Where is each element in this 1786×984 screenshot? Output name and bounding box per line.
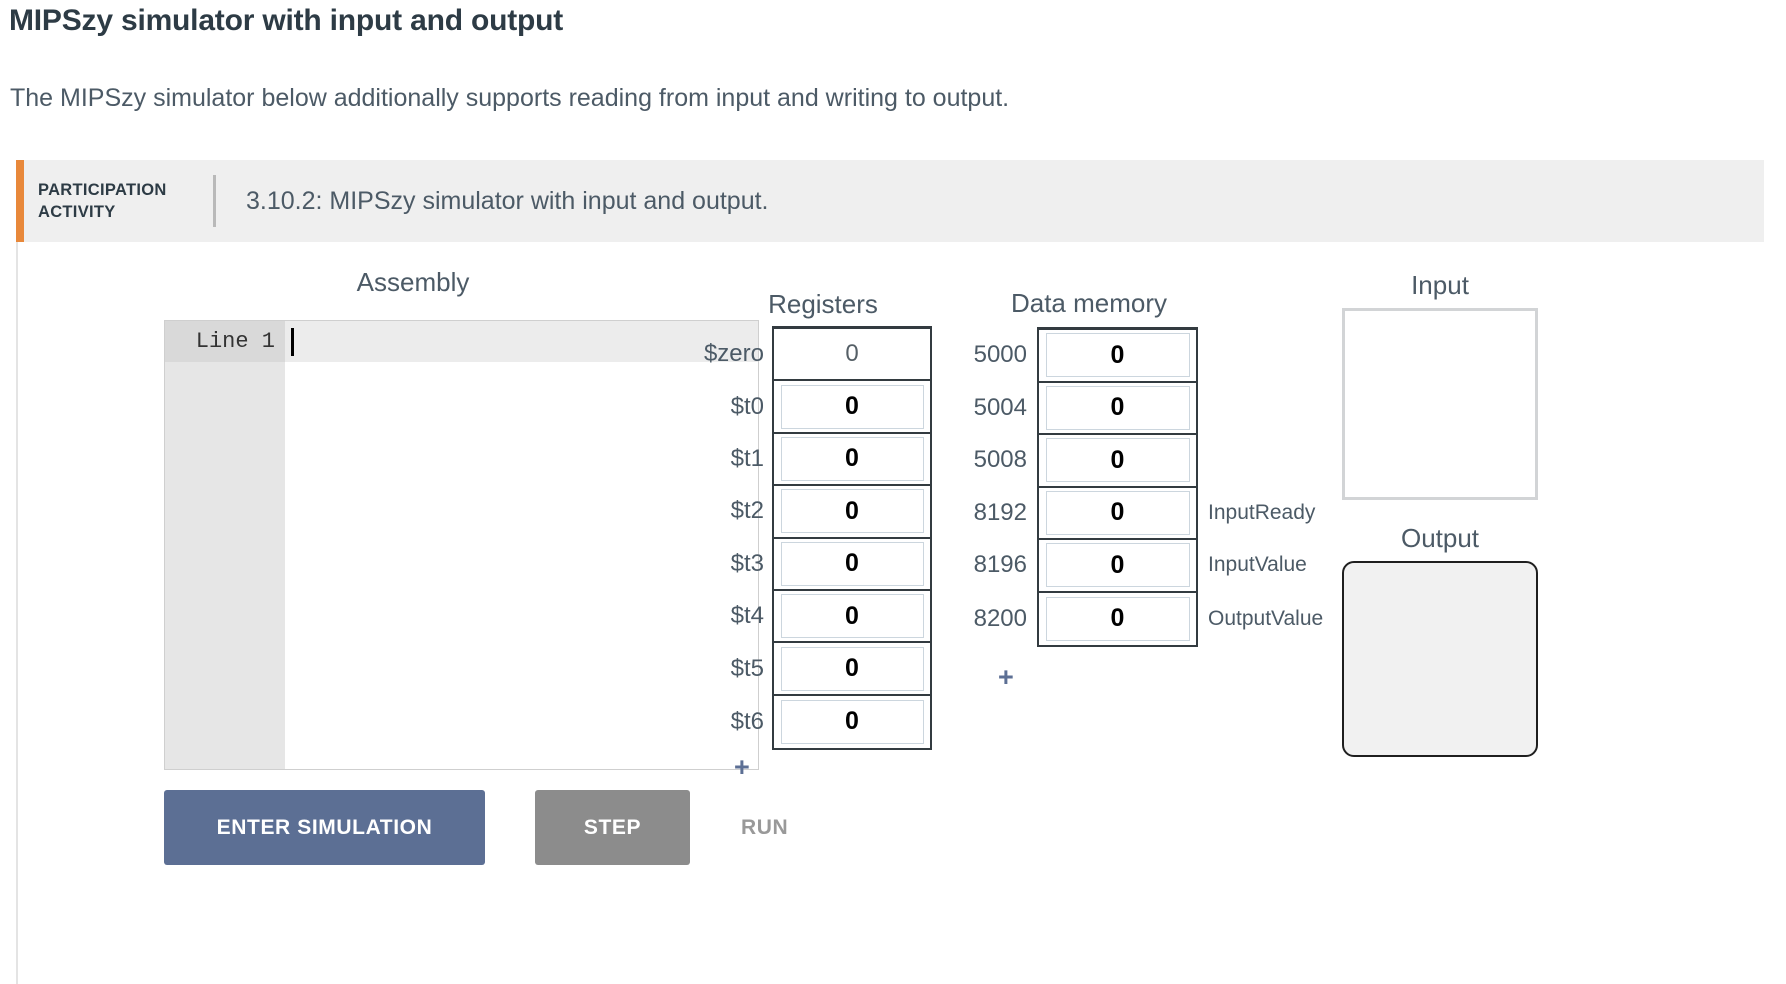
step-button[interactable]: STEP xyxy=(535,790,690,865)
registers-heading: Registers xyxy=(768,289,878,319)
memory-value-input[interactable] xyxy=(1045,543,1190,588)
memory-tag-label: InputValue xyxy=(1208,553,1307,577)
add-memory-plus-icon[interactable]: + xyxy=(998,662,1014,692)
registers-table: $zero 0 $t0 $t1 $t2 $t3 $t4 $t5 $t6 xyxy=(704,326,932,751)
memory-address-label: 8192 xyxy=(973,498,1027,526)
activity-kicker-line-1: PARTICIPATION xyxy=(38,180,167,199)
register-row: $t0 xyxy=(731,381,930,434)
register-row: $t6 xyxy=(731,696,930,748)
output-heading: Output xyxy=(1400,523,1480,553)
memory-row: 8200 OutputValue xyxy=(974,593,1323,646)
activity-kicker-line-2: ACTIVITY xyxy=(38,203,116,221)
input-textarea[interactable] xyxy=(1342,308,1538,500)
memory-address-label: 8200 xyxy=(973,604,1027,632)
participation-activity-header: PARTICIPATION ACTIVITY 3.10.2: MIPSzy si… xyxy=(16,160,1764,242)
memory-row: 8196 InputValue xyxy=(974,540,1307,593)
memory-row: 5000 xyxy=(974,330,1196,383)
register-name-label: $t5 xyxy=(730,654,764,682)
register-row: $t4 xyxy=(731,591,930,644)
register-row: $t1 xyxy=(731,434,930,487)
register-value-input[interactable] xyxy=(780,646,924,691)
activity-accent-bar xyxy=(16,160,24,242)
memory-value-input[interactable] xyxy=(1045,490,1190,535)
assembly-heading: Assembly xyxy=(356,267,470,297)
register-value-input[interactable] xyxy=(780,436,924,481)
register-value-input[interactable] xyxy=(780,489,924,534)
assembly-editor[interactable]: Line 1 xyxy=(164,320,759,770)
memory-value-input[interactable] xyxy=(1045,596,1190,641)
memory-address-label: 5004 xyxy=(973,393,1027,421)
assembly-active-line[interactable] xyxy=(285,321,758,362)
data-memory-table: 5000 5004 5008 8192 InputReady 8196 InputValue… xyxy=(974,327,1323,647)
memory-row: 8192 InputReady xyxy=(974,488,1315,540)
register-value-input[interactable] xyxy=(780,594,924,639)
activity-title: 3.10.2: MIPSzy simulator with input and … xyxy=(246,186,769,215)
memory-address-label: 5000 xyxy=(973,341,1027,369)
register-row: $t3 xyxy=(731,539,930,591)
memory-address-label: 5008 xyxy=(973,446,1027,474)
register-row: $t2 xyxy=(731,486,930,539)
activity-divider xyxy=(213,175,216,227)
memory-value-input[interactable] xyxy=(1045,385,1190,430)
page-title: MIPSzy simulator with input and output xyxy=(9,4,564,37)
register-name-label: $t0 xyxy=(730,392,764,420)
memory-tag-label: InputReady xyxy=(1208,500,1316,524)
memory-row: 5004 xyxy=(974,383,1196,435)
activity-kicker: PARTICIPATION ACTIVITY xyxy=(38,179,213,224)
register-row: $t5 xyxy=(731,643,930,696)
text-caret-icon xyxy=(291,328,294,356)
data-memory-heading: Data memory xyxy=(1010,288,1168,318)
memory-row: 5008 xyxy=(974,435,1196,488)
assembly-line-gutter: Line 1 xyxy=(165,321,285,769)
simulator-panel: Assembly Line 1 ENTER SIMULATION STEP RU… xyxy=(16,242,1764,984)
register-value-readonly: 0 xyxy=(845,340,859,368)
register-name-label: $t3 xyxy=(730,549,764,577)
add-register-plus-icon[interactable]: + xyxy=(734,752,750,782)
input-heading: Input xyxy=(1411,270,1469,300)
register-value-input[interactable] xyxy=(780,384,924,429)
register-value-input[interactable] xyxy=(780,699,924,744)
register-name-label: $zero xyxy=(703,340,764,368)
assembly-code-area[interactable] xyxy=(285,321,758,769)
run-button[interactable]: RUN xyxy=(741,816,789,839)
register-name-label: $t1 xyxy=(730,444,764,472)
memory-tag-label: OutputValue xyxy=(1208,606,1324,630)
page-subtitle: The MIPSzy simulator below additionally … xyxy=(10,84,1010,112)
register-name-label: $t6 xyxy=(730,707,764,735)
output-display xyxy=(1342,561,1538,757)
memory-value-input[interactable] xyxy=(1045,333,1190,378)
assembly-line-number: Line 1 xyxy=(165,321,285,362)
memory-value-input[interactable] xyxy=(1045,438,1190,483)
enter-simulation-button[interactable]: ENTER SIMULATION xyxy=(164,790,485,865)
memory-address-label: 8196 xyxy=(973,551,1027,579)
register-value-input[interactable] xyxy=(780,541,924,586)
register-row: $zero 0 xyxy=(704,329,930,382)
register-name-label: $t2 xyxy=(730,497,764,525)
register-name-label: $t4 xyxy=(730,602,764,630)
